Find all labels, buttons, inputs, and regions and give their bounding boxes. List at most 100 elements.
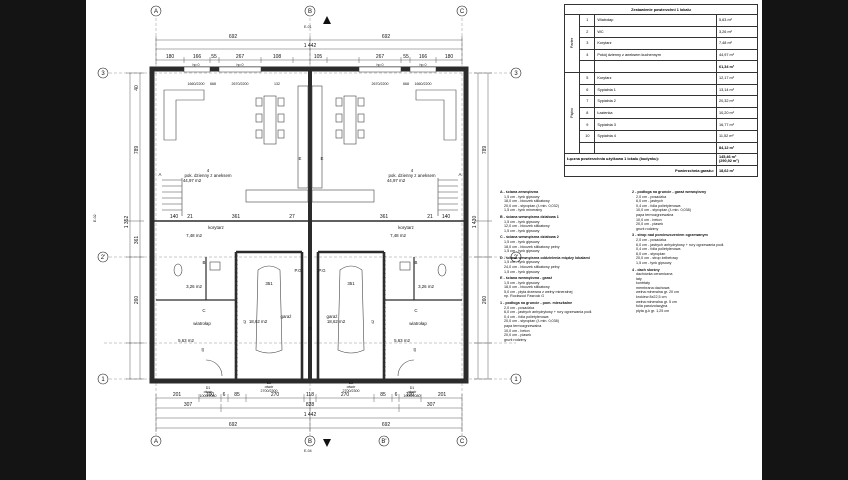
axis-bubble-3-right bbox=[510, 67, 522, 79]
room-area-1-left: 5,63 m2 bbox=[178, 338, 194, 343]
hp-label-3: hp 0 bbox=[377, 63, 384, 67]
window-size-1: 1660/2200 bbox=[188, 82, 205, 86]
axis-label-2p-right: 2' bbox=[514, 255, 518, 261]
room-name-3-right: korytarz bbox=[398, 225, 414, 230]
total-label: Łączna powierzchnia użytkowa 1 lokalu (b… bbox=[564, 153, 717, 166]
legend-line: kontrłaty bbox=[636, 281, 650, 286]
axis-bubble-c-top bbox=[456, 5, 468, 17]
table-cell: 20,32 m² bbox=[716, 95, 758, 108]
axis-label-1-right: 1 bbox=[514, 377, 518, 383]
door-type-1: otwór bbox=[204, 390, 214, 394]
dim-bot-seg-11: 201 bbox=[438, 392, 447, 398]
mid-dim-5: 361 bbox=[380, 214, 389, 220]
axis-bubble-2p-right bbox=[510, 251, 522, 263]
door-type-3: otwór bbox=[347, 385, 357, 389]
legend-title: B - ściana wewnętrzna działowa 1 bbox=[500, 214, 559, 219]
legend-line: 2,0 cm - posadzka bbox=[636, 194, 667, 199]
legend-title: A - ściana zewnętrzna bbox=[500, 190, 539, 194]
hp-label-1: hp 0 bbox=[193, 63, 200, 67]
table-cell: 2 bbox=[579, 25, 596, 39]
legend-line: krokiew 8x22,5 cm bbox=[636, 295, 667, 300]
room-num-4-right: 4 bbox=[411, 168, 414, 173]
dim-bot-mid-2: 828 bbox=[306, 402, 315, 408]
table-cell: 44,97 m² bbox=[716, 48, 758, 62]
legend-title: 1 - podłoga na gruncie - pom. mieszkalne bbox=[500, 301, 573, 306]
entry-door-swing-left bbox=[205, 359, 223, 377]
dim-top-outer-left: 692 bbox=[229, 34, 238, 40]
dim-bot-seg-7: 270 bbox=[341, 392, 350, 398]
dim-top-seg-3: 55 bbox=[211, 54, 217, 60]
table-cell: 8 bbox=[579, 106, 596, 120]
legend-line: 18,0 cm - bloczek silikatowy bbox=[504, 199, 550, 204]
axis-bubble-1-left bbox=[97, 373, 109, 385]
wall-dim-40-left: 40 bbox=[201, 348, 205, 352]
dim-top-seg-10: 180 bbox=[445, 54, 454, 60]
dim-top-outer-right: 692 bbox=[382, 34, 391, 40]
legend-line: 0,4 cm - folia polietylenowa bbox=[636, 203, 681, 208]
dim-bot-seg-9: 6 bbox=[395, 392, 398, 398]
table-cell: 6 bbox=[579, 83, 596, 97]
mid-dim-2: 21 bbox=[187, 214, 193, 220]
legend-line: np. Rockwool Fasrock G bbox=[504, 294, 545, 299]
table-cell: Korytarz bbox=[594, 71, 717, 85]
legend-line: 1,5 cm - tynk gipsowy bbox=[504, 194, 540, 199]
wall-dim-40-right: 40 bbox=[413, 348, 417, 352]
axis-label-3: 3 bbox=[101, 71, 105, 77]
axis-label-b-bottom: B bbox=[308, 439, 312, 445]
table-cell: Sypialnia 4 bbox=[594, 129, 717, 143]
legend-line: 20,0 cm - styropian (λ min. 0,032) bbox=[504, 203, 559, 208]
wall-mark-e: E bbox=[299, 156, 302, 161]
door-size-3: 2700/2300 bbox=[343, 389, 360, 393]
legend-line: wełna mineralna gr. 5 cm bbox=[636, 299, 677, 304]
garage-plate-left: P.G bbox=[295, 268, 303, 273]
axis-bubble-2p-left bbox=[97, 251, 109, 263]
car-left bbox=[255, 265, 283, 354]
door-code-3: D2 bbox=[349, 381, 354, 385]
table-cell: 10 bbox=[579, 129, 596, 143]
door-size-1: 1000/2080 bbox=[200, 394, 217, 398]
dim-left-40: 40 bbox=[134, 85, 140, 91]
table-cell: Sypialnia 1 bbox=[594, 83, 717, 97]
window-size-5: 2670/2200 bbox=[372, 82, 389, 86]
legend-title: D - ściana wewnętrzna oddzielenia między… bbox=[500, 255, 590, 260]
table-cell: 13,14 m² bbox=[716, 83, 758, 97]
legend-line: 1,5 cm - tynk gipsowy bbox=[504, 249, 540, 254]
dim-top-total: 1 442 bbox=[304, 43, 317, 49]
dim-left-260: 260 bbox=[134, 296, 140, 305]
legend-line: folia paroizolacyjna bbox=[636, 304, 668, 309]
kitchen-counter-right bbox=[311, 189, 375, 203]
table-cell: 4 bbox=[579, 48, 596, 62]
legend-line: papa termozgrzewalna bbox=[636, 212, 674, 217]
table-cell: 5,63 m² bbox=[716, 14, 758, 27]
group-pietro: Piętro bbox=[563, 71, 581, 155]
garage-label: Powierzchnia garażu: bbox=[564, 164, 717, 178]
dim-right-1430: 1 430 bbox=[472, 216, 478, 229]
garage-plate-right: P.G bbox=[319, 268, 327, 273]
axis-label-b: B bbox=[308, 9, 312, 15]
area-summary-table: Zestawienie powierzchni 1 lokalu Parter … bbox=[563, 4, 758, 178]
section-arrow-top bbox=[323, 16, 331, 24]
legend-line: 6,0 cm - styropian bbox=[636, 251, 666, 256]
dim-left-1352: 1 352 bbox=[124, 216, 130, 229]
car-right bbox=[337, 265, 365, 354]
axis-bubble-a-bottom bbox=[150, 435, 162, 447]
legend-line: płyta g-k gr. 1,25 cm bbox=[636, 308, 670, 313]
dim-top-seg-4: 267 bbox=[236, 54, 245, 60]
legend-line: 5,0 cm - płyta drzewna z wełny mineralne… bbox=[504, 289, 573, 294]
table-cell: 9 bbox=[579, 118, 596, 131]
mid-dim-1: 140 bbox=[170, 214, 179, 220]
window-3 bbox=[358, 66, 402, 73]
table-cell: Sypialnia 3 bbox=[594, 118, 717, 131]
wall-mark-a-right: A bbox=[459, 172, 462, 177]
garage-dim-right: 351 bbox=[347, 281, 355, 286]
mid-dim-4: 27 bbox=[289, 214, 295, 220]
dim-bot-seg-2: 100 bbox=[206, 392, 215, 398]
table-cell: 3,26 m² bbox=[716, 25, 758, 39]
legend-line: 0,4 cm - folia polietylenowa bbox=[504, 314, 549, 319]
dim-bot-outer-2: 692 bbox=[382, 422, 391, 428]
legend-line: 10,0 cm - styropian (λ min. 0,038) bbox=[636, 208, 691, 213]
window-2 bbox=[218, 66, 262, 73]
legend-line: 1,5 cm - tynk gipsowy bbox=[504, 219, 540, 224]
room-area-3-right: 7,48 m2 bbox=[390, 233, 406, 238]
